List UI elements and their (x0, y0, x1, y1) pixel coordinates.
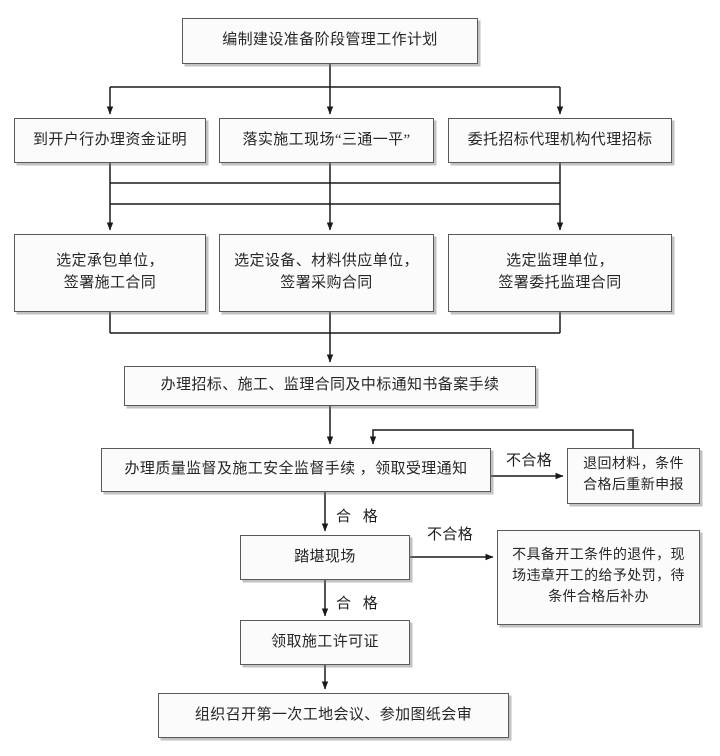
node-site-three-connections[interactable]: 落实施工现场“三通一平” (219, 118, 434, 163)
node-construction-permit-line-0: 领取施工许可证 (271, 633, 379, 650)
node-return-materials[interactable]: 退回材料，条件 合格后重新申报 (567, 448, 700, 504)
node-quality-safety-supervision[interactable]: 办理质量监督及施工安全监督手续 ，领取受理通知 (101, 448, 491, 492)
node-contractor-contract-line-0: 选定承包单位， (56, 253, 164, 270)
node-quality-safety-supervision-line-0: 办理质量监督及施工安全监督手续 ，领取受理通知 (124, 461, 468, 478)
node-plan-line-0: 编制建设准备阶段管理工作计划 (222, 32, 438, 49)
node-site-survey[interactable]: 踏堪现场 (240, 535, 410, 580)
node-reject-penalty-line-0: 不具备开工条件的退件，现 (512, 548, 685, 564)
edge-label-fail-supervision: 不合格 (506, 453, 553, 469)
node-supplier-contract-line-1: 签署采购合同 (280, 275, 373, 291)
node-site-three-connections-line-0: 落实施工现场“三通一平” (242, 131, 411, 148)
edge-label-pass-survey: 合 格 (336, 596, 382, 612)
node-reject-penalty-line-2: 条件合格后补办 (548, 589, 649, 605)
node-first-site-meeting-line-0: 组织召开第一次工地会议、参加图纸会审 (194, 706, 473, 723)
node-construction-permit[interactable]: 领取施工许可证 (240, 620, 410, 665)
node-supervisor-contract-line-1: 签署委托监理合同 (498, 275, 622, 291)
node-return-materials-line-0: 退回材料，条件 (583, 457, 684, 473)
node-first-site-meeting[interactable]: 组织召开第一次工地会议、参加图纸会审 (158, 693, 509, 738)
node-supplier-contract-line-0: 选定设备、材料供应单位， (234, 253, 419, 270)
edge-label-fail-survey: 不合格 (427, 527, 474, 543)
node-contractor-contract-line-1: 签署施工合同 (63, 275, 157, 291)
node-site-survey-line-0: 踏堪现场 (294, 548, 356, 565)
node-return-materials-line-1: 合格后重新申报 (583, 478, 684, 493)
node-contractor-contract[interactable]: 选定承包单位， 签署施工合同 (14, 234, 206, 312)
node-supervisor-contract[interactable]: 选定监理单位， 签署委托监理合同 (448, 234, 672, 312)
node-bidding-agency-line-0: 委托招标代理机构代理招标 (467, 131, 653, 148)
node-supplier-contract[interactable]: 选定设备、材料供应单位， 签署采购合同 (219, 234, 434, 312)
node-plan[interactable]: 编制建设准备阶段管理工作计划 (182, 18, 478, 64)
node-bidding-agency[interactable]: 委托招标代理机构代理招标 (448, 118, 672, 163)
connector-return-feedback-loop (369, 429, 634, 448)
node-fund-certificate-line-0: 到开户行办理资金证明 (32, 131, 187, 148)
node-reject-penalty-line-1: 场违章开工的给予处罚，待 (512, 569, 685, 585)
node-reject-penalty[interactable]: 不具备开工条件的退件，现 场违章开工的给予处罚，待 条件合格后补办 (497, 530, 700, 625)
node-fund-certificate[interactable]: 到开户行办理资金证明 (14, 118, 206, 163)
node-contract-filing[interactable]: 办理招标、施工、监理合同及中标通知书备案手续 (124, 366, 536, 406)
node-supervisor-contract-line-0: 选定监理单位， (506, 253, 614, 270)
edge-label-pass-supervision: 合 格 (336, 509, 382, 525)
node-contract-filing-line-0: 办理招标、施工、监理合同及中标通知书备案手续 (160, 377, 500, 394)
